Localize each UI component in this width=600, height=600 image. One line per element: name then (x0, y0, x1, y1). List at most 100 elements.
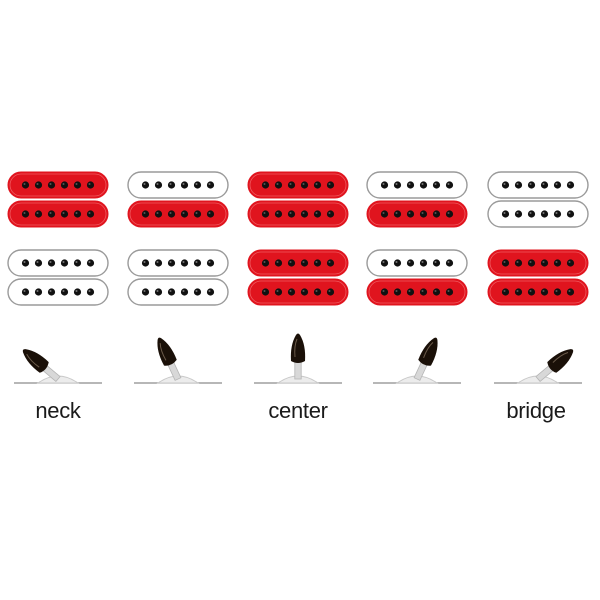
bottom-pickup-coil-1 (366, 249, 468, 277)
switch-lever (157, 337, 182, 381)
top-pickup-coil-2 (7, 200, 109, 228)
pole-piece-icon (287, 288, 296, 296)
switch-lever (22, 349, 61, 383)
pole-piece-icon (432, 210, 441, 218)
position-label-center: center (268, 398, 328, 423)
pole-piece-icon (300, 181, 309, 189)
pole-piece-icon (566, 181, 575, 189)
pole-piece-icon (274, 259, 283, 267)
pole-piece-icon (206, 181, 215, 189)
position-label-neck: neck (35, 398, 81, 423)
top-pickup-coil-1 (247, 171, 349, 199)
pole-piece-icon (141, 259, 150, 267)
pole-piece-icon (274, 210, 283, 218)
pole-piece-icon (380, 288, 389, 296)
pole-piece-icon (406, 181, 415, 189)
pole-piece-icon (553, 259, 562, 267)
pole-piece-icon (432, 181, 441, 189)
pole-piece-icon (34, 210, 43, 218)
pole-piece-icon (154, 181, 163, 189)
pole-piece-icon (21, 288, 30, 296)
pole-piece-icon (47, 181, 56, 189)
switch-lever (290, 333, 306, 380)
bottom-pickup (7, 249, 109, 306)
pole-piece-icon (180, 181, 189, 189)
pole-piece-icon (86, 181, 95, 189)
pole-piece-icon (60, 288, 69, 296)
pole-piece-icon (300, 210, 309, 218)
pole-piece-icon (393, 288, 402, 296)
pole-piece-icon (527, 210, 536, 218)
pole-piece-icon (287, 210, 296, 218)
pole-piece-icon (380, 259, 389, 267)
bottom-pickup-coil-1 (487, 249, 589, 277)
pickup-selector-switch-icon (254, 333, 342, 384)
pole-piece-icon (180, 210, 189, 218)
pole-piece-icon (274, 181, 283, 189)
pole-piece-icon (540, 210, 549, 218)
top-pickup-coil-2 (487, 200, 589, 228)
pole-piece-icon (206, 288, 215, 296)
top-pickup (127, 171, 229, 228)
pole-piece-icon (73, 181, 82, 189)
pole-piece-icon (527, 181, 536, 189)
pole-piece-icon (287, 181, 296, 189)
top-pickup-coil-1 (127, 171, 229, 199)
pole-piece-icon (553, 210, 562, 218)
top-pickup-coil-2 (366, 200, 468, 228)
pole-piece-icon (193, 259, 202, 267)
position-column-5 (487, 171, 589, 384)
pole-piece-icon (406, 288, 415, 296)
pole-piece-icon (380, 181, 389, 189)
pole-piece-icon (60, 181, 69, 189)
bottom-pickup-coil-1 (247, 249, 349, 277)
top-pickup-coil-1 (366, 171, 468, 199)
position-column-2 (127, 171, 229, 384)
position-column-1 (7, 171, 109, 384)
bottom-pickup-coil-2 (7, 278, 109, 306)
pole-piece-icon (432, 259, 441, 267)
pole-piece-icon (313, 259, 322, 267)
pole-piece-icon (21, 259, 30, 267)
pole-piece-icon (154, 210, 163, 218)
pole-piece-icon (261, 181, 270, 189)
top-pickup-coil-1 (487, 171, 589, 199)
pole-piece-icon (501, 259, 510, 267)
bottom-pickup-coil-2 (127, 278, 229, 306)
pole-piece-icon (167, 210, 176, 218)
pole-piece-icon (380, 210, 389, 218)
pickup-selector-switch-icon (134, 337, 222, 384)
pole-piece-icon (393, 210, 402, 218)
bottom-pickup-coil-2 (366, 278, 468, 306)
switch-tip-icon (22, 349, 49, 373)
position-column-3 (247, 171, 349, 384)
bottom-pickup-coil-1 (127, 249, 229, 277)
pole-piece-icon (206, 210, 215, 218)
pole-piece-icon (21, 181, 30, 189)
pole-piece-icon (406, 210, 415, 218)
top-pickup (247, 171, 349, 228)
pole-piece-icon (419, 181, 428, 189)
pole-piece-icon (553, 181, 562, 189)
pole-piece-icon (527, 259, 536, 267)
pole-piece-icon (419, 259, 428, 267)
pole-piece-icon (566, 259, 575, 267)
pole-piece-icon (261, 210, 270, 218)
pole-piece-icon (141, 288, 150, 296)
pole-piece-icon (501, 181, 510, 189)
pole-piece-icon (326, 259, 335, 267)
pickup-selector-switch-icon (14, 349, 102, 384)
pole-piece-icon (141, 210, 150, 218)
bottom-pickup (247, 249, 349, 306)
pole-piece-icon (326, 210, 335, 218)
pole-piece-icon (445, 259, 454, 267)
pole-piece-icon (47, 288, 56, 296)
pole-piece-icon (21, 210, 30, 218)
pole-piece-icon (393, 181, 402, 189)
pole-piece-icon (313, 181, 322, 189)
pole-piece-icon (313, 210, 322, 218)
switch-tip-icon (290, 333, 306, 363)
switch-tip-icon (547, 349, 574, 373)
pole-piece-icon (445, 210, 454, 218)
